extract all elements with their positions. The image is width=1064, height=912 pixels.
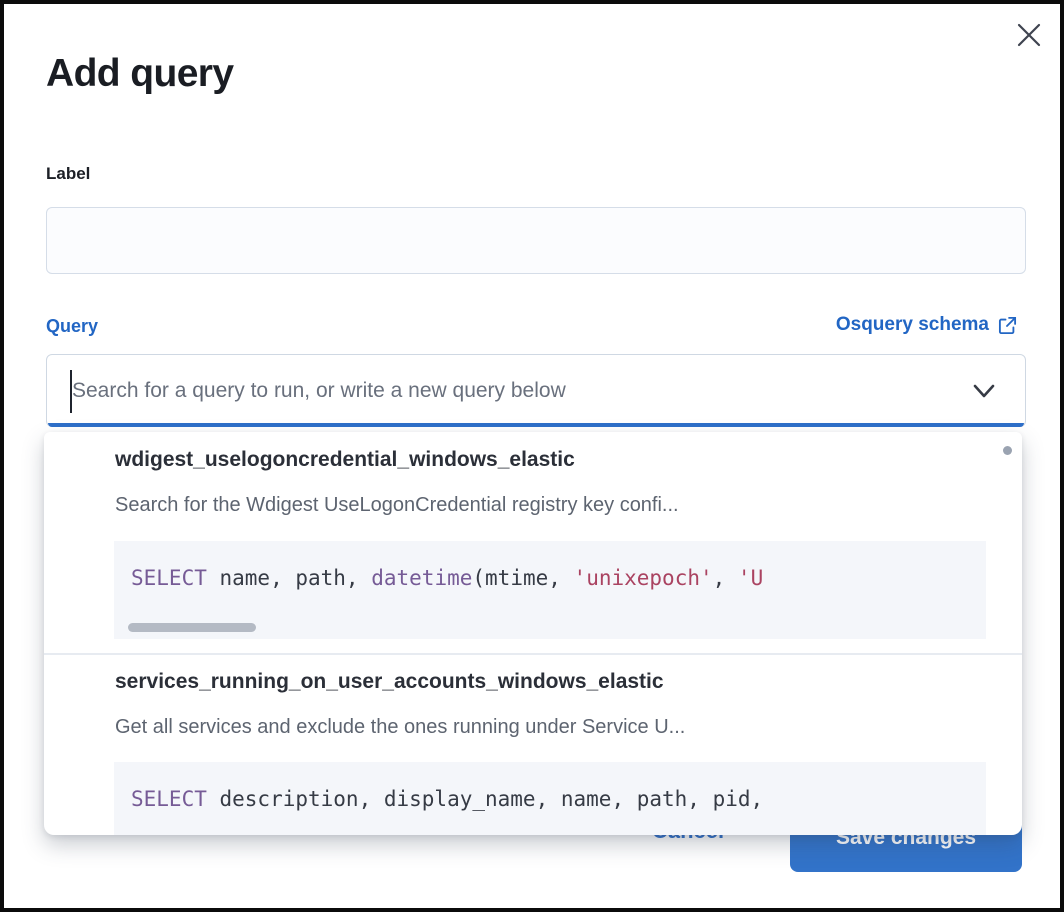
query-option-title: services_running_on_user_accounts_window… — [115, 670, 664, 693]
label-input[interactable] — [46, 207, 1026, 274]
osquery-schema-link-label: Osquery schema — [835, 314, 989, 335]
query-search-input[interactable] — [47, 355, 947, 426]
label-field-label: Label — [46, 164, 91, 183]
option-divider — [44, 653, 1022, 655]
query-option-wdigest[interactable]: wdigest_uselogoncredential_windows_elast… — [44, 432, 1022, 652]
query-option-sql-block: SELECT description, display_name, name, … — [114, 762, 986, 835]
sql-code: SELECT description, display_name, name, … — [131, 787, 764, 811]
query-combobox — [46, 354, 1026, 427]
sql-code: SELECT name, path, datetime(mtime, 'unix… — [131, 566, 764, 590]
query-field-label: Query — [46, 316, 99, 336]
text-caret — [70, 370, 72, 413]
query-suggestions-dropdown: wdigest_uselogoncredential_windows_elast… — [44, 432, 1022, 835]
chevron-down-icon[interactable] — [967, 376, 1001, 411]
query-option-title: wdigest_uselogoncredential_windows_elast… — [115, 448, 575, 471]
close-x-glyph — [1017, 23, 1041, 47]
query-option-sql-block: SELECT name, path, datetime(mtime, 'unix… — [114, 541, 986, 639]
horizontal-scrollbar-thumb[interactable] — [128, 623, 256, 632]
input-focus-bar — [48, 423, 1024, 427]
close-icon[interactable] — [1012, 18, 1046, 52]
vertical-scrollbar-thumb[interactable] — [1003, 446, 1012, 455]
external-link-icon — [998, 316, 1017, 334]
osquery-schema-link[interactable]: Osquery schema — [836, 314, 1018, 336]
modal-title: Add query — [46, 52, 234, 95]
query-option-description: Get all services and exclude the ones ru… — [115, 716, 686, 738]
query-option-description: Search for the Wdigest UseLogonCredentia… — [115, 494, 679, 516]
query-option-services[interactable]: services_running_on_user_accounts_window… — [44, 655, 1022, 835]
